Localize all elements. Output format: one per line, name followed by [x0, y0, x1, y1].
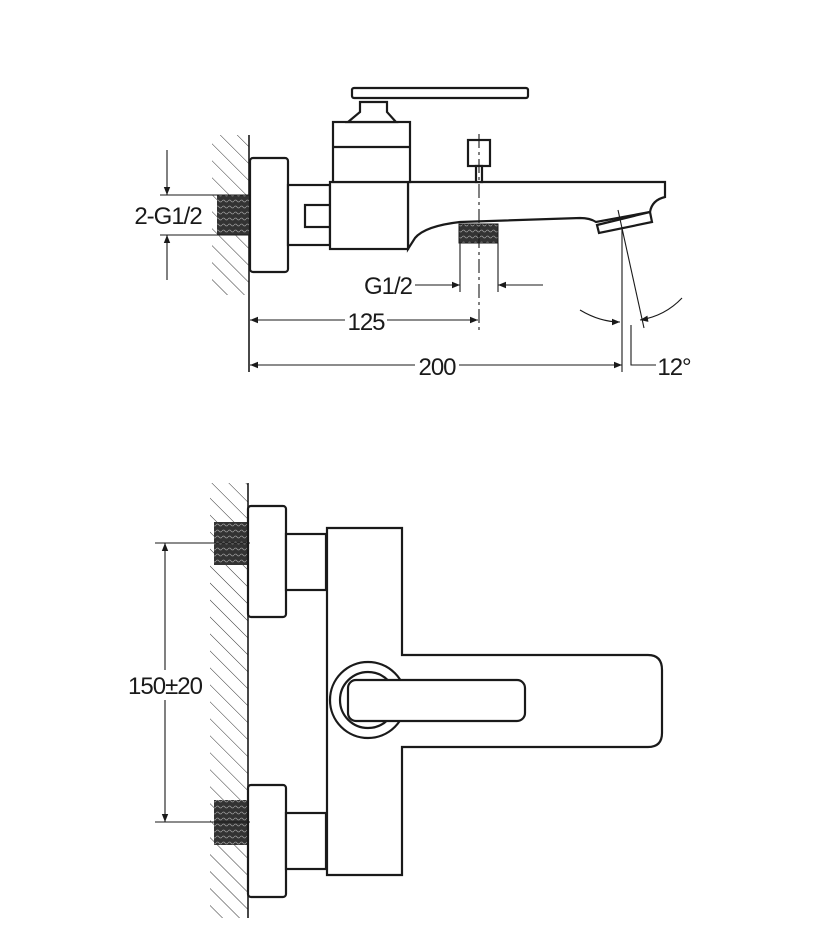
cartridge-housing	[331, 120, 412, 184]
label-bg	[415, 351, 459, 379]
inlet-spacing-label: 150±20	[128, 673, 203, 700]
front-view: 150±20	[128, 483, 664, 918]
outlet-distance-label: 125	[347, 309, 385, 336]
angle-arrow	[639, 297, 683, 322]
angle-leader	[630, 325, 656, 366]
handle-stem	[344, 100, 399, 124]
upper-flange	[246, 504, 288, 619]
handle-lever[interactable]	[350, 86, 530, 100]
outlet-thread-label: G1/2	[364, 273, 413, 300]
label-bg	[345, 306, 387, 334]
upper-connector	[284, 532, 328, 592]
inlet-thread	[217, 195, 249, 235]
angle-line	[617, 209, 645, 329]
spout	[406, 180, 667, 253]
spout-length-label: 200	[418, 354, 456, 381]
wall-flange	[248, 156, 290, 274]
connector-stub	[303, 203, 332, 229]
side-view: 2-G1/2 G1/2 125 200 12°	[134, 86, 692, 381]
spout-nozzle	[595, 210, 654, 235]
lower-connector	[284, 811, 328, 871]
lower-flange	[246, 783, 288, 899]
mixer-body	[328, 180, 410, 251]
label-bg	[128, 670, 202, 700]
angle-arrow	[579, 309, 621, 326]
spout-angle-label: 12°	[657, 354, 691, 381]
inlet-thread-label: 2-G1/2	[134, 203, 202, 230]
handle-lever-front[interactable]	[346, 678, 527, 723]
